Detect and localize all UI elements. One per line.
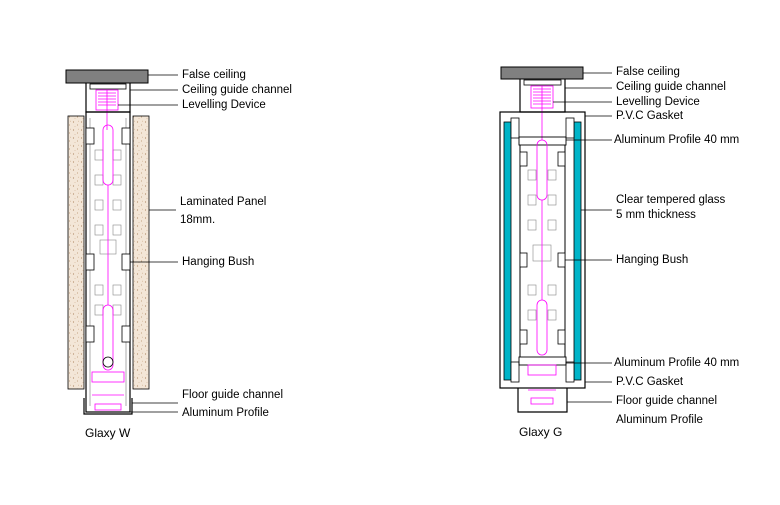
glaxy-g-aluminum-profile-bottom	[518, 356, 567, 366]
glaxy-w-levelling-device	[95, 89, 119, 130]
glaxy-w-floor-channel	[83, 398, 133, 415]
glaxy-g-drawing	[499, 66, 612, 413]
glaxy-g-leaders	[553, 72, 612, 403]
label-hanging-bush-w: Hanging Bush	[182, 256, 255, 268]
label-aluminum-profile-w: Aluminum Profile	[182, 407, 269, 419]
label-panel-thickness-w: 18mm.	[180, 214, 216, 226]
glaxy-w-laminated-panel-right	[132, 115, 150, 390]
label-levelling-device-g: Levelling Device	[616, 96, 700, 108]
glaxy-g-glass-left	[503, 121, 512, 381]
caption-glaxy-w: Glaxy W	[85, 426, 131, 440]
glaxy-w-ceiling-channel	[85, 83, 131, 113]
glaxy-g-ceiling-channel	[519, 79, 566, 113]
glaxy-g-hanging-bush	[519, 151, 566, 345]
glaxy-w-laminated-panel-left	[67, 115, 85, 390]
caption-glaxy-g: Glaxy G	[519, 425, 563, 439]
label-floor-guide-channel-g: Floor guide channel	[616, 395, 718, 407]
glaxy-g-outer-frame	[499, 111, 586, 389]
glaxy-w-leaders	[118, 74, 178, 413]
label-clear-glass-g: Clear tempered glass	[616, 194, 726, 206]
glaxy-w-drawing	[65, 69, 178, 415]
label-false-ceiling-w: False ceiling	[182, 69, 246, 81]
glaxy-g-hanging-rod	[527, 139, 557, 405]
glaxy-g-false-ceiling	[500, 66, 584, 80]
label-floor-guide-channel-w: Floor guide channel	[182, 389, 284, 401]
label-aluminum-profile-g: Aluminum Profile	[616, 414, 703, 426]
glaxy-g-floor-channel	[517, 388, 568, 413]
glaxy-w-hanging-bush	[85, 127, 131, 343]
glaxy-w-hanging-rod	[91, 124, 125, 411]
glaxy-g-pvc-gasket	[510, 117, 575, 383]
label-pvc-gasket-bottom-g: P.V.C Gasket	[616, 376, 684, 388]
glaxy-g-aluminum-profile-top	[518, 136, 567, 146]
label-levelling-device-w: Levelling Device	[182, 99, 266, 111]
label-ceiling-guide-channel-g: Ceiling guide channel	[616, 81, 726, 93]
label-hanging-bush-g: Hanging Bush	[616, 254, 689, 266]
glaxy-g-levelling-device	[530, 85, 554, 140]
label-ceiling-guide-channel-w: Ceiling guide channel	[182, 84, 292, 96]
glaxy-g-glass-right	[573, 121, 582, 381]
label-false-ceiling-g: False ceiling	[616, 66, 680, 78]
label-glass-thickness-g: 5 mm thickness	[616, 209, 696, 221]
glaxy-w-false-ceiling	[65, 69, 149, 84]
label-pvc-gasket-top-g: P.V.C Gasket	[616, 110, 684, 122]
label-aluminum-profile-top-g: Aluminum Profile 40 mm	[614, 134, 740, 146]
label-laminated-panel-w: Laminated Panel	[180, 196, 267, 208]
label-aluminum-profile-bottom-g: Aluminum Profile 40 mm	[614, 357, 740, 369]
